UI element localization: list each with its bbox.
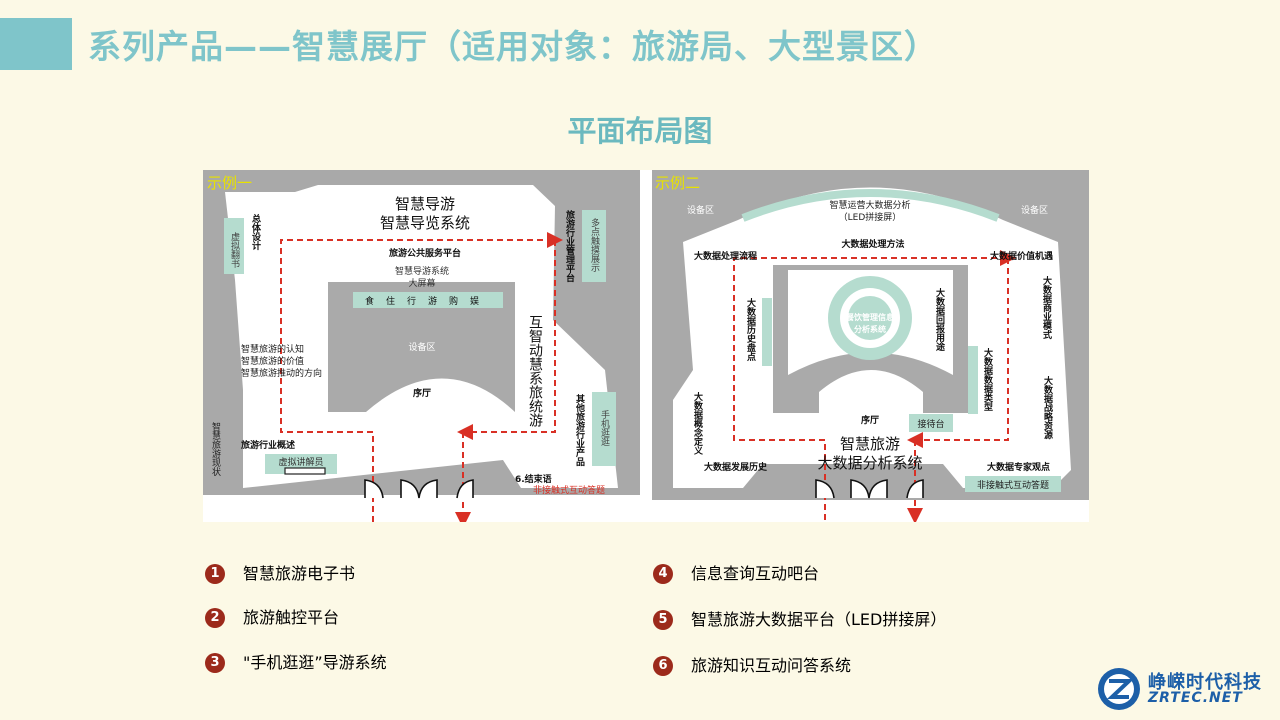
plan-two-led-title: 智慧运营大数据分析 [829,199,910,211]
plan-two-door-right [906,479,924,499]
plan-one-flipbook: 虚拟翻书 [229,231,240,269]
page-subtitle: 平面布局图 [567,114,713,148]
plan-two-catering-1: 餐饮管理信息 [845,312,894,322]
company-logo: 峥嵘时代科技 ZRTEC.NET [1096,666,1266,714]
legend-text-5: 智慧旅游大数据平台（LED拼接屏） [691,610,947,629]
plan-two-definition: 大数据概念定义 [692,391,704,455]
plan-one-status: 智慧旅游现状 [210,421,221,476]
legend-text-1: 智慧旅游电子书 [243,564,356,583]
plan-one-value: 智慧旅游的价值 [241,355,304,367]
page-title: 系列产品——智慧展厅（适用对象：旅游局、大型景区） [88,27,938,66]
plan-one-lobby: 序厅 [413,387,431,399]
plan-two-history: 大数据历史盘点 [745,297,756,362]
legend-item-5: 5 智慧旅游大数据平台（LED拼接屏） [653,610,1073,634]
plan-two-led-sub: （LED拼接屏） [839,211,902,223]
plan-one-other-products: 其他旅游行业产品 [574,393,586,467]
plan-two-business: 大数据商业模式 [1041,275,1052,340]
floor-plans-drawing: 示例一 智慧导游 智慧导览系统 旅游公共服务平台 智慧导游系统 大屏幕 食住行游… [203,170,1089,522]
plan-one-flipbook-panel [224,218,244,274]
plan-two-route-a [733,250,1016,441]
logo-chinese-name: 峥嵘时代科技 [1148,672,1262,693]
legend-text-3: "手机逛逛”导游系统 [243,653,387,672]
plan-two-tag: 示例二 [655,174,700,192]
plan-one-touch-display: 多点触摸展示 [589,217,600,272]
legend-number-2: 2 [205,608,225,628]
plan-one-big-screen: 大屏幕 [408,277,435,289]
plan-two-methods: 大数据处理方法 [841,238,904,250]
plan-two-strategy: 大数据战略资源 [1042,375,1053,440]
plan-one-main-title-2: 智慧导览系统 [380,214,470,232]
plan-one-quiz: 非接触式互动答题 [533,484,605,496]
plan-two-equip-right: 设备区 [1021,204,1048,216]
plan-one-cognition: 智慧旅游的认知 [241,343,304,355]
legend-number-6: 6 [653,656,673,676]
plan-one-door-left [364,479,384,499]
plan-two-opportunity: 大数据价值机遇 [990,250,1053,262]
logo-emblem-icon [1098,668,1140,710]
legend-text-4: 信息查询互动吧台 [691,564,820,583]
plan-one-mgmt-platform: 旅游行业管理平台 [564,209,576,283]
plan-two-door-left [815,479,835,499]
plan-one-overall-design: 总体设计 [250,213,261,251]
plan-one-public-service: 旅游公共服务平台 [389,247,461,259]
plan-one-lifestyle-panel [353,292,503,308]
plan-two-system-title-2: 大数据分析系统 [817,454,922,472]
plan-one-route-b [457,240,556,440]
legend-number-5: 5 [653,610,673,630]
plan-two-system-title-1: 智慧旅游 [840,435,900,453]
legend-text-6: 旅游知识互动问答系统 [691,656,852,675]
floor-plans: 示例一 智慧导游 智慧导览系统 旅游公共服务平台 智慧导游系统 大屏幕 食住行游… [203,170,1089,522]
legend-item-4: 4 信息查询互动吧台 [653,564,1073,588]
plan-two-reception-desk [909,414,953,432]
legend-item-2: 2 旅游触控平台 [205,608,625,632]
plan-two-quiz: 非接触式互动答题 [977,479,1049,491]
plan-two-round-booth-core [848,296,892,340]
plan-one-touch-panel [582,210,606,282]
logo-english-name: ZRTEC.NET [1148,690,1243,706]
plan-one-phone-panel [592,392,616,466]
plan-one-equipment: 设备区 [408,341,435,353]
plan-two-history-panel [762,298,772,366]
plan-one-tag: 示例一 [207,174,252,192]
plan-one-route-a [280,232,563,433]
plan-two-flow: 大数据处理流程 [694,250,757,262]
plan-one-lifestyle: 食住行游购娱 [365,295,491,307]
legend-item-1: 1 智慧旅游电子书 [205,564,625,588]
plan-one-interactive-system: 互智动慧系旅统游 [527,315,543,428]
plan-two-datatypes: 大数据数据类型 [982,347,993,411]
plan-two-led-wall [741,189,1000,222]
plan-two: 示例二 设备区 设备区 智慧运营大数据分析 （LED拼接屏） 大数据处理方法 大… [652,170,1089,522]
plan-one-main-title-1: 智慧导游 [395,195,455,213]
plan-two-expert: 大数据专家观点 [987,461,1050,473]
plan-one-direction: 智慧旅游推动的方向 [241,367,322,379]
plan-one-phone-browse: 手机逛逛 [599,409,610,447]
plan-two-wall-gap [1033,352,1047,362]
plan-two-return: 大数据回报用途 [934,287,946,352]
plan-two-lobby: 序厅 [861,414,879,426]
title-accent-bar [0,18,72,70]
legend-item-6: 6 旅游知识互动问答系统 [653,656,1073,680]
plan-two-dev-history: 大数据发展历史 [704,461,768,473]
legend-number-3: 3 [205,653,225,673]
plan-two-catering-2: 分析系统 [854,324,886,334]
plan-one-guide-desk [284,467,326,475]
plan-one-overview: 旅游行业概述 [241,439,295,451]
plan-one-guide-system: 智慧导游系统 [395,265,449,277]
plan-two-equip-left: 设备区 [687,204,714,216]
plan-one-equipment-block [328,282,515,412]
plan-two-quiz-panel [965,476,1061,492]
plan-one-closing: 6.结束语 [515,473,552,485]
plan-two-types-panel [968,346,978,414]
plan-one-door-center [400,479,438,499]
legend-number-4: 4 [653,564,673,584]
plan-two-reception: 接待台 [917,418,944,430]
legend-item-3: 3 "手机逛逛”导游系统 [205,653,625,677]
plan-two-door-center [850,479,888,499]
plan-two-route-b [907,258,1009,448]
plan-one: 示例一 智慧导游 智慧导览系统 旅游公共服务平台 智慧导游系统 大屏幕 食住行游… [203,170,640,522]
legend-text-2: 旅游触控平台 [243,608,340,627]
plan-one-door-right [456,479,474,499]
plan-one-virtual-guide: 虚拟讲解员 [278,456,323,468]
legend-number-1: 1 [205,564,225,584]
